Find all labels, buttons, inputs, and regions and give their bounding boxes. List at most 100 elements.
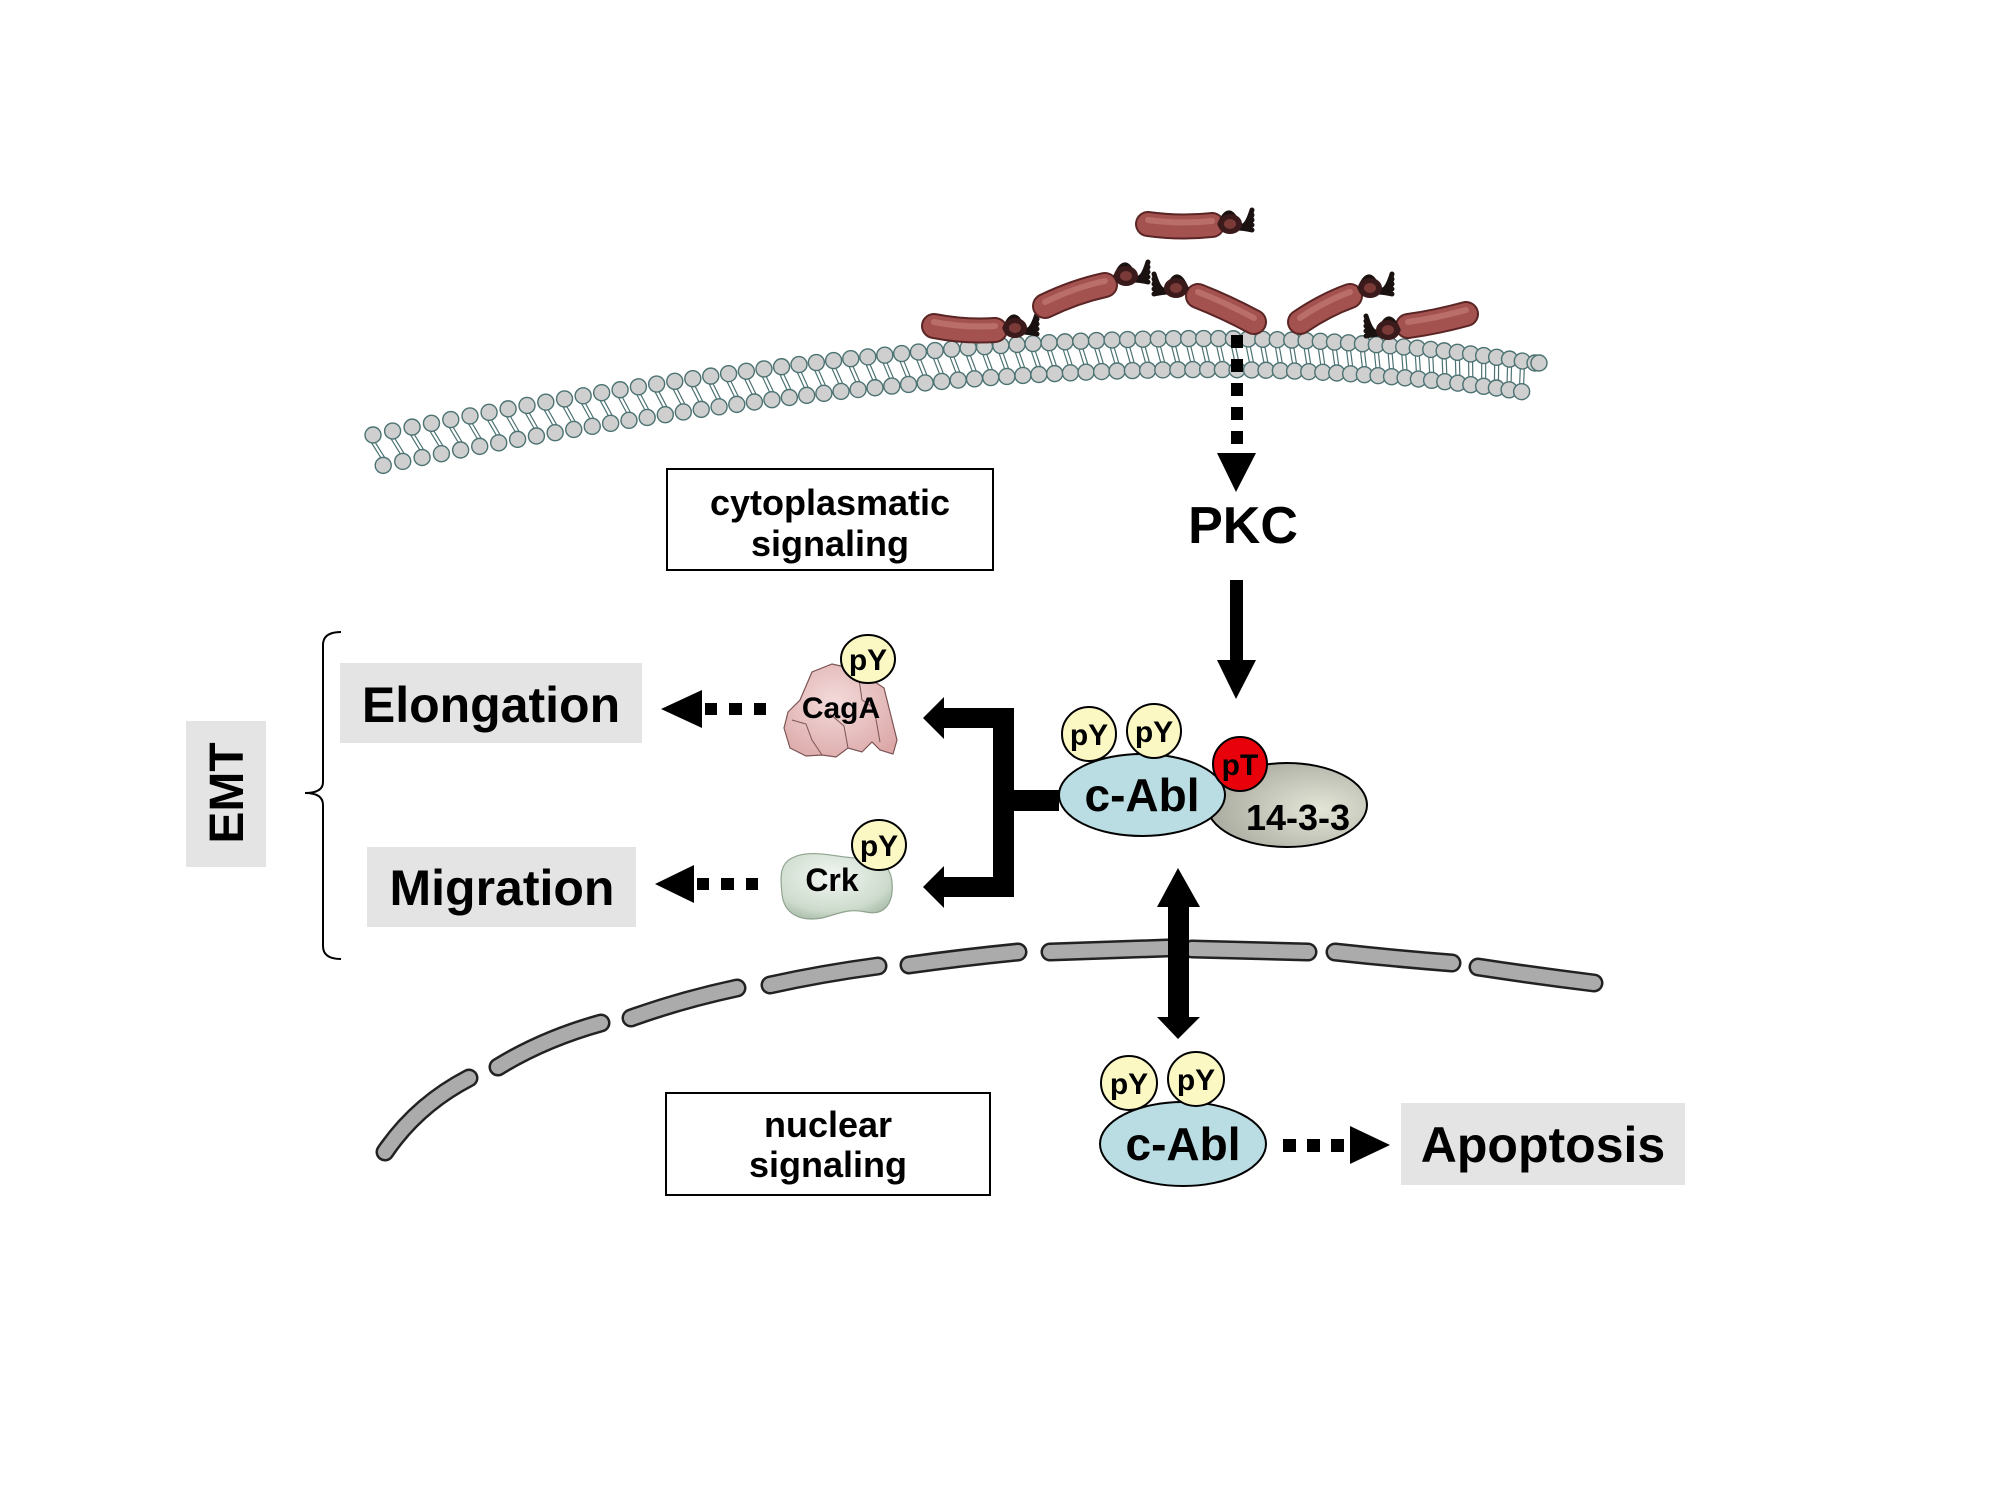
lipid-head	[1213, 360, 1232, 379]
lipid-tail	[1170, 345, 1181, 363]
lipid-head	[518, 396, 536, 415]
lipid-tail	[796, 371, 810, 389]
lipid-tail	[543, 408, 558, 426]
lipid-head	[1123, 361, 1142, 380]
lipid-tail	[562, 405, 577, 423]
lipid-head	[471, 437, 489, 456]
cabl-py-2: pY	[1126, 703, 1182, 759]
lipid-head	[527, 427, 546, 445]
flagella-icon	[1217, 207, 1255, 234]
lipid-tail	[1216, 345, 1225, 363]
lipid-head	[1040, 333, 1058, 352]
lipid-tail	[580, 402, 595, 420]
lipid-head	[728, 395, 746, 414]
lipid-tail	[672, 388, 686, 406]
elongation-label: Elongation	[362, 677, 620, 733]
lipid-tail	[505, 415, 521, 433]
nuclear-signaling-box: nuclear signaling	[665, 1092, 991, 1196]
lipid-head	[432, 445, 451, 463]
lipid-head	[364, 426, 382, 444]
lipid-head	[926, 341, 944, 360]
lipid-head	[892, 344, 911, 363]
lipid-head	[824, 351, 843, 370]
cabl-py-2-label: pY	[1135, 716, 1173, 749]
migration-outcome: Migration	[367, 847, 636, 927]
lipid-head	[638, 408, 656, 427]
bacterium	[1135, 207, 1255, 240]
lipid-tail	[467, 422, 483, 440]
lipid-head	[1179, 329, 1198, 348]
lipid-head	[1257, 361, 1275, 379]
arrow-dash	[1231, 407, 1243, 420]
lipid-head	[745, 393, 764, 411]
envelope-segment	[1468, 957, 1604, 993]
lipid-tail	[1078, 347, 1089, 366]
caga-protein: CagA	[783, 663, 898, 758]
lipid-head	[1138, 361, 1157, 379]
cabl-py-1: pY	[1061, 706, 1117, 762]
lipid-head	[790, 355, 808, 374]
lipid-head	[899, 375, 918, 394]
lipid-head	[1154, 361, 1172, 379]
lipid-tail	[726, 380, 740, 398]
lipid-head	[982, 368, 1000, 387]
lipid-head	[394, 452, 412, 471]
lipid-tail	[932, 357, 945, 375]
lipid-head	[374, 456, 392, 475]
lipid-head	[620, 411, 638, 430]
lipid-head	[508, 430, 527, 449]
bacterium	[921, 311, 1040, 344]
apoptosis-box	[1401, 1103, 1685, 1185]
lipid-tail	[1245, 345, 1255, 364]
emt-bracket	[304, 631, 342, 960]
lipid-tail	[899, 360, 912, 378]
lipid-tail	[882, 361, 895, 380]
protein-14-3-3-label: 14-3-3	[1246, 797, 1350, 838]
bacterium	[1287, 271, 1395, 335]
lipid-head	[442, 410, 460, 429]
lipid-tail	[599, 399, 614, 417]
lipid-head	[1061, 364, 1080, 382]
lipid-tail	[1331, 348, 1340, 367]
lipid-tail	[1493, 364, 1500, 382]
caga-label: CagA	[802, 692, 880, 725]
lipid-tail	[1519, 367, 1525, 385]
lipid-tail	[428, 429, 444, 448]
lipid-head	[1184, 360, 1202, 379]
lipid-tail	[1303, 347, 1312, 365]
arrow-dash	[1231, 383, 1243, 396]
lipid-tail	[1201, 345, 1211, 363]
lipid-head	[1072, 332, 1090, 350]
lipid-head	[1024, 334, 1042, 353]
lipid-head	[684, 369, 702, 388]
lipid-tail	[524, 412, 539, 430]
lipid-head	[797, 386, 816, 405]
lipid-head	[710, 398, 728, 416]
bacterium	[1032, 259, 1151, 319]
lipid-tail	[981, 353, 994, 371]
apoptosis-label: Apoptosis	[1421, 1117, 1665, 1173]
cabl-nuclear-py-1: pY	[1100, 1055, 1158, 1111]
lipid-tail	[1260, 346, 1269, 364]
lipid-head	[1242, 361, 1261, 379]
lipid-head	[611, 381, 629, 399]
lipid-tail	[831, 367, 844, 385]
lipid-head	[499, 400, 517, 418]
lipid-tail	[1155, 345, 1166, 364]
lipid-head	[574, 387, 592, 405]
lipid-tail	[1317, 348, 1326, 366]
lipid-tail	[1274, 346, 1283, 364]
lipid-head	[647, 375, 666, 393]
lipid-head	[916, 374, 934, 392]
lipid-head	[842, 350, 860, 368]
lipid-head	[422, 414, 441, 432]
lipid-head	[909, 343, 928, 361]
pkc-to-cabl-arrow	[1217, 580, 1256, 699]
lipid-tail	[915, 358, 928, 377]
lipid-tail	[865, 363, 878, 381]
lipid-tail	[1289, 347, 1298, 365]
caga-to-elongation-dotted-arrow	[661, 690, 766, 728]
flagella-icon	[1357, 271, 1395, 298]
helicobacter-bacteria-group	[921, 207, 1479, 344]
lipid-head	[480, 403, 498, 422]
